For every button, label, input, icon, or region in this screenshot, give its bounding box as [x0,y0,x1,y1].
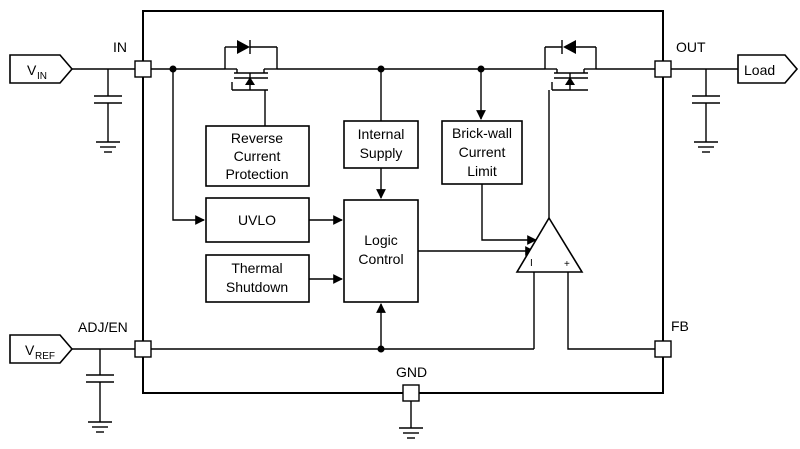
svg-text:Protection: Protection [225,166,288,182]
reverse-mosfet [224,40,278,126]
svg-text:Current: Current [459,144,506,160]
limit-to-amp [481,184,537,245]
pin-adj-en-label: ADJ/EN [78,319,128,335]
internal-supply-block: Internal Supply [343,120,419,169]
svg-text:V: V [27,62,37,78]
vin-terminal: V IN [9,54,74,84]
pin-in [134,60,152,78]
svg-text:Limit: Limit [467,163,497,179]
pin-fb-label: FB [671,318,689,334]
pin-in-label: IN [113,39,127,55]
input-capacitor [94,69,122,153]
svg-text:IN: IN [37,71,47,82]
pin-gnd-label: GND [396,364,427,380]
error-amplifier: I + [515,216,584,273]
pin-out [654,60,672,78]
adj-capacitor [86,349,114,433]
uvlo-block: UVLO [205,197,310,243]
svg-text:V: V [25,342,35,358]
pass-mosfet [544,40,597,218]
svg-text:Brick-wall: Brick-wall [452,125,512,141]
load-terminal: Load [737,54,799,84]
svg-text:+: + [564,259,570,270]
brick-wall-current-limit-block: Brick-wall Current Limit [441,120,523,185]
svg-text:Control: Control [358,251,403,267]
fb-to-amp [567,272,655,350]
pin-out-label: OUT [676,39,706,55]
svg-text:REF: REF [35,351,55,362]
svg-text:Load: Load [744,62,775,78]
output-capacitor [692,69,720,153]
ground-symbol [399,401,423,439]
svg-text:Internal: Internal [358,126,405,142]
svg-text:Supply: Supply [360,145,403,161]
pin-adj-en [134,340,152,358]
vref-terminal: V REF [9,334,74,364]
svg-text:Thermal: Thermal [231,260,282,276]
svg-text:I: I [530,258,533,269]
logic-control-block: Logic Control [343,199,419,303]
svg-text:Current: Current [234,148,281,164]
svg-text:UVLO: UVLO [238,212,276,228]
pin-gnd [402,384,420,402]
in-to-uvlo [172,69,205,225]
svg-text:Logic: Logic [364,232,397,248]
svg-text:Shutdown: Shutdown [226,279,288,295]
svg-text:Reverse: Reverse [231,130,283,146]
pin-fb [654,340,672,358]
thermal-shutdown-block: Thermal Shutdown [205,254,310,303]
reverse-current-protection-block: Reverse Current Protection [205,125,310,187]
